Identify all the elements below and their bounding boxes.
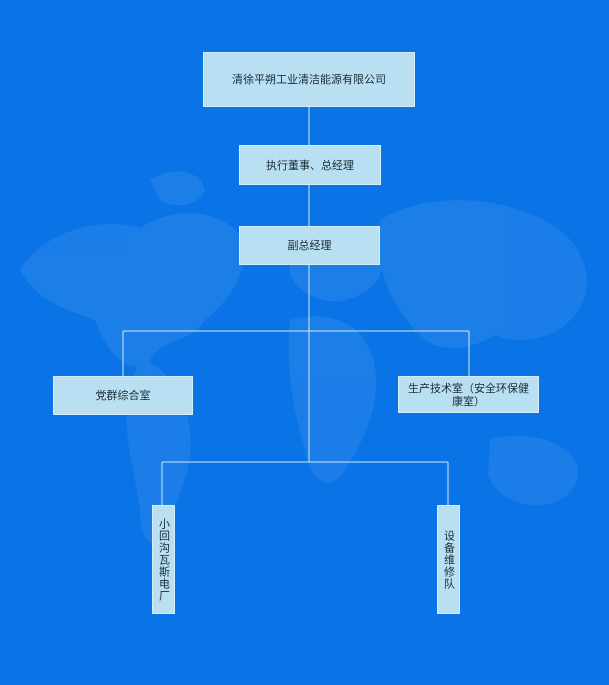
maintenance-team-label: 设备维修队 [442,529,456,590]
production-office-label: 生产技术室（安全环保健康室） [408,381,529,408]
deputy-label: 副总经理 [287,239,332,252]
company-node: 清徐平朔工业清洁能源有限公司 [203,52,415,107]
power-plant-label: 小回沟瓦斯电厂 [157,517,171,602]
executive-label: 执行董事、总经理 [266,158,354,172]
party-office-node: 党群综合室 [53,376,193,415]
production-office-node: 生产技术室（安全环保健康室） [398,376,539,413]
deputy-node: 副总经理 [239,226,380,265]
executive-node: 执行董事、总经理 [239,145,381,185]
company-label: 清徐平朔工业清洁能源有限公司 [232,73,386,86]
maintenance-team-node: 设备维修队 [437,505,460,614]
power-plant-node: 小回沟瓦斯电厂 [152,505,175,614]
party-office-label: 党群综合室 [95,389,151,402]
